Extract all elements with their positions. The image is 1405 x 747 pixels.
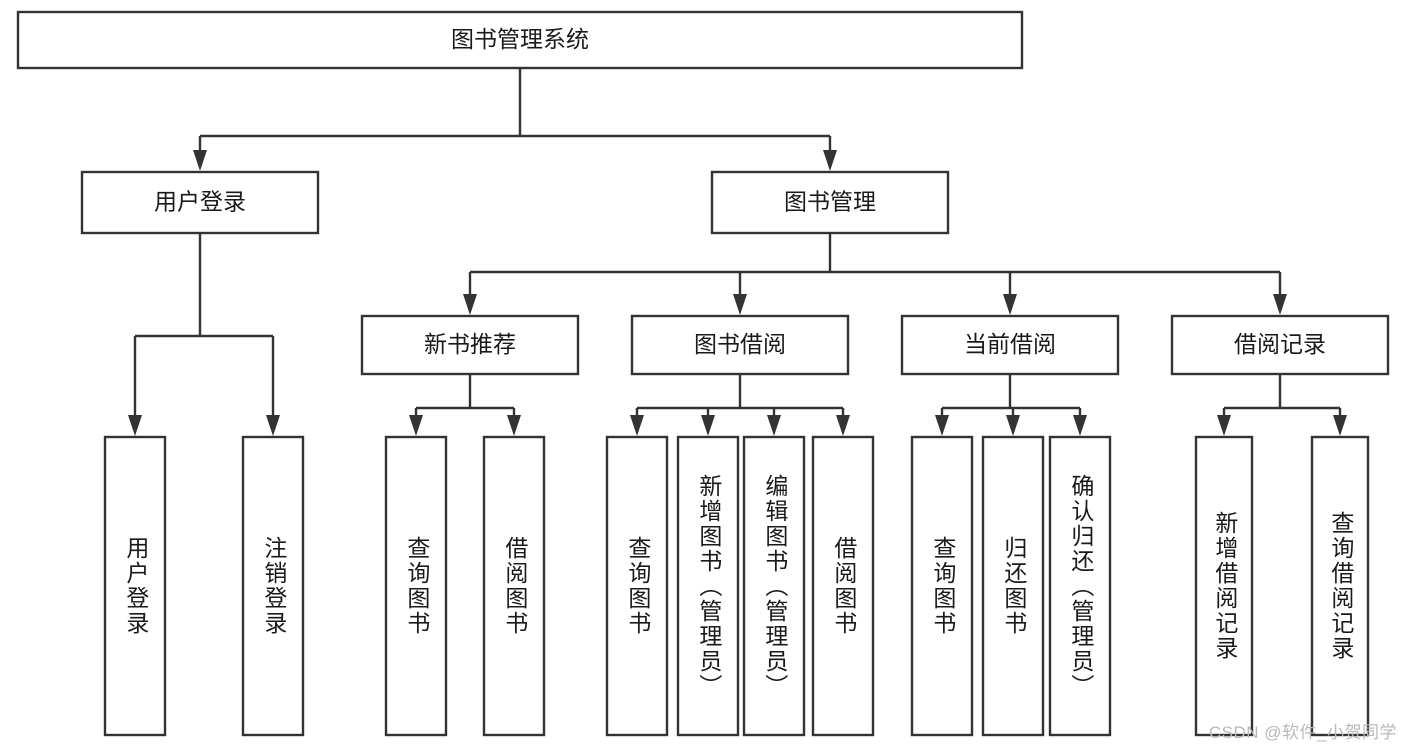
node-borrow-record [1170,314,1390,376]
node-leaf-return-book [981,435,1045,737]
node-book-borrow [630,314,850,376]
node-new-book-recommend-label: 新书推荐 [424,331,516,357]
node-new-book-recommend [360,314,580,376]
node-leaf-query-borrow-record [1310,435,1370,737]
node-leaf-add-borrow-record [1194,435,1254,737]
node-leaf-user-logout [241,435,305,737]
node-book-management-label: 图书管理 [784,189,876,215]
node-leaf-query-book-rec [384,435,448,737]
node-leaf-add-book-admin [676,435,740,737]
node-user-login-label: 用户登录 [154,189,246,215]
node-leaf-borrow-book-rec [482,435,546,737]
node-user-login [80,170,320,235]
box-layer [16,10,1390,737]
node-leaf-borrow-book [811,435,875,737]
node-leaf-confirm-return-admin [1048,435,1112,737]
node-root [16,10,1024,70]
node-current-borrow-label: 当前借阅 [964,331,1056,357]
node-current-borrow [900,314,1120,376]
node-borrow-record-label: 借阅记录 [1234,331,1326,357]
node-book-management [710,170,950,235]
node-leaf-user-login [103,435,167,737]
connector-layer [128,68,1347,436]
watermark-text: CSDN @软件_小贺同学 [1208,723,1397,742]
node-leaf-edit-book-admin [742,435,806,737]
node-book-borrow-label: 图书借阅 [694,331,786,357]
node-leaf-query-book-borrow [605,435,669,737]
node-root-label: 图书管理系统 [451,26,589,52]
node-leaf-query-book-current [910,435,974,737]
